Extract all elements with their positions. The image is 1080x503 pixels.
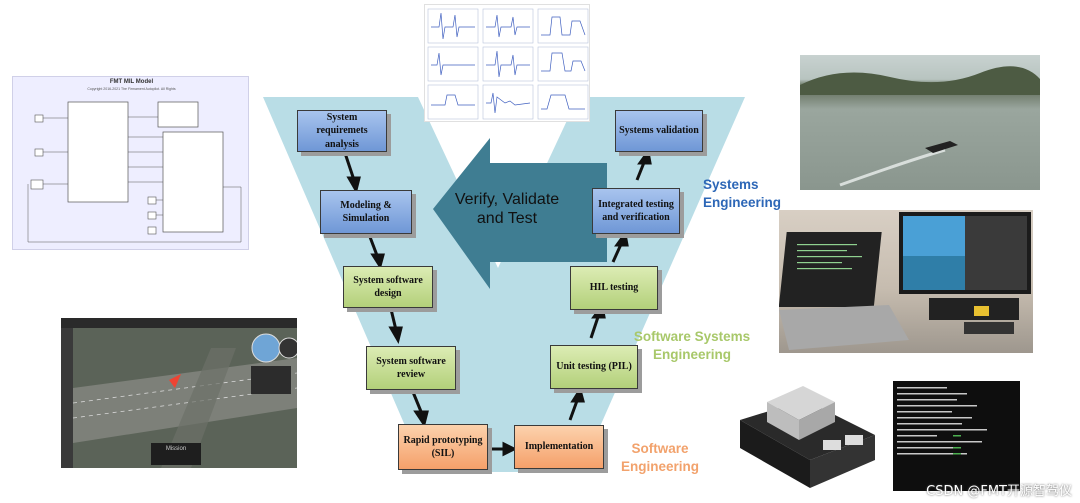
verify-validate-arrow — [433, 138, 607, 289]
stage-integrated-testing: Integrated testing and verification — [592, 188, 680, 234]
stage-software-design: System software design — [343, 266, 433, 308]
hil-desk-photo — [779, 210, 1033, 353]
stage-systems-validation: Systems validation — [615, 110, 703, 152]
mil-model-thumbnail: FMT MIL Model Copyright 2016-2021 The Fi… — [12, 76, 249, 250]
mil-model-title: FMT MIL Model — [109, 79, 154, 85]
lake-boat-photo — [800, 55, 1040, 190]
plots-grid — [427, 8, 589, 120]
stage-unit-testing: Unit testing (PIL) — [550, 345, 638, 389]
terminal-screen — [893, 381, 1020, 491]
ground-station-badge: Mission — [165, 446, 187, 452]
autopilot-hardware-photo — [735, 380, 883, 492]
ground-station-map: Mission — [61, 318, 297, 468]
v-shape — [263, 97, 745, 472]
software-systems-engineering-label: Software Systems Engineering — [633, 329, 751, 362]
software-engineering-label: Software Engineering — [620, 441, 699, 474]
stage-modeling-simulation: Modeling & Simulation — [320, 190, 412, 234]
systems-engineering-label: Systems Engineering — [703, 177, 782, 210]
stage-software-review: System software review — [366, 346, 456, 390]
csdn-watermark: CSDN @FMT开源智驾仪 — [926, 484, 1072, 499]
mil-model-copyright: Copyright 2016-2021 The Firmament Autopi… — [87, 87, 176, 91]
simulation-plots-thumbnail — [424, 4, 590, 122]
stage-implementation: Implementation — [514, 425, 604, 469]
verify-validate-label: Verify, Validate and Test — [454, 191, 560, 228]
stage-rapid-prototyping: Rapid prototyping (SIL) — [398, 424, 488, 470]
mil-model-diagram — [27, 101, 242, 243]
stage-hil-testing: HIL testing — [570, 266, 658, 310]
stage-requirements-analysis: System requiremets analysis — [297, 110, 387, 152]
